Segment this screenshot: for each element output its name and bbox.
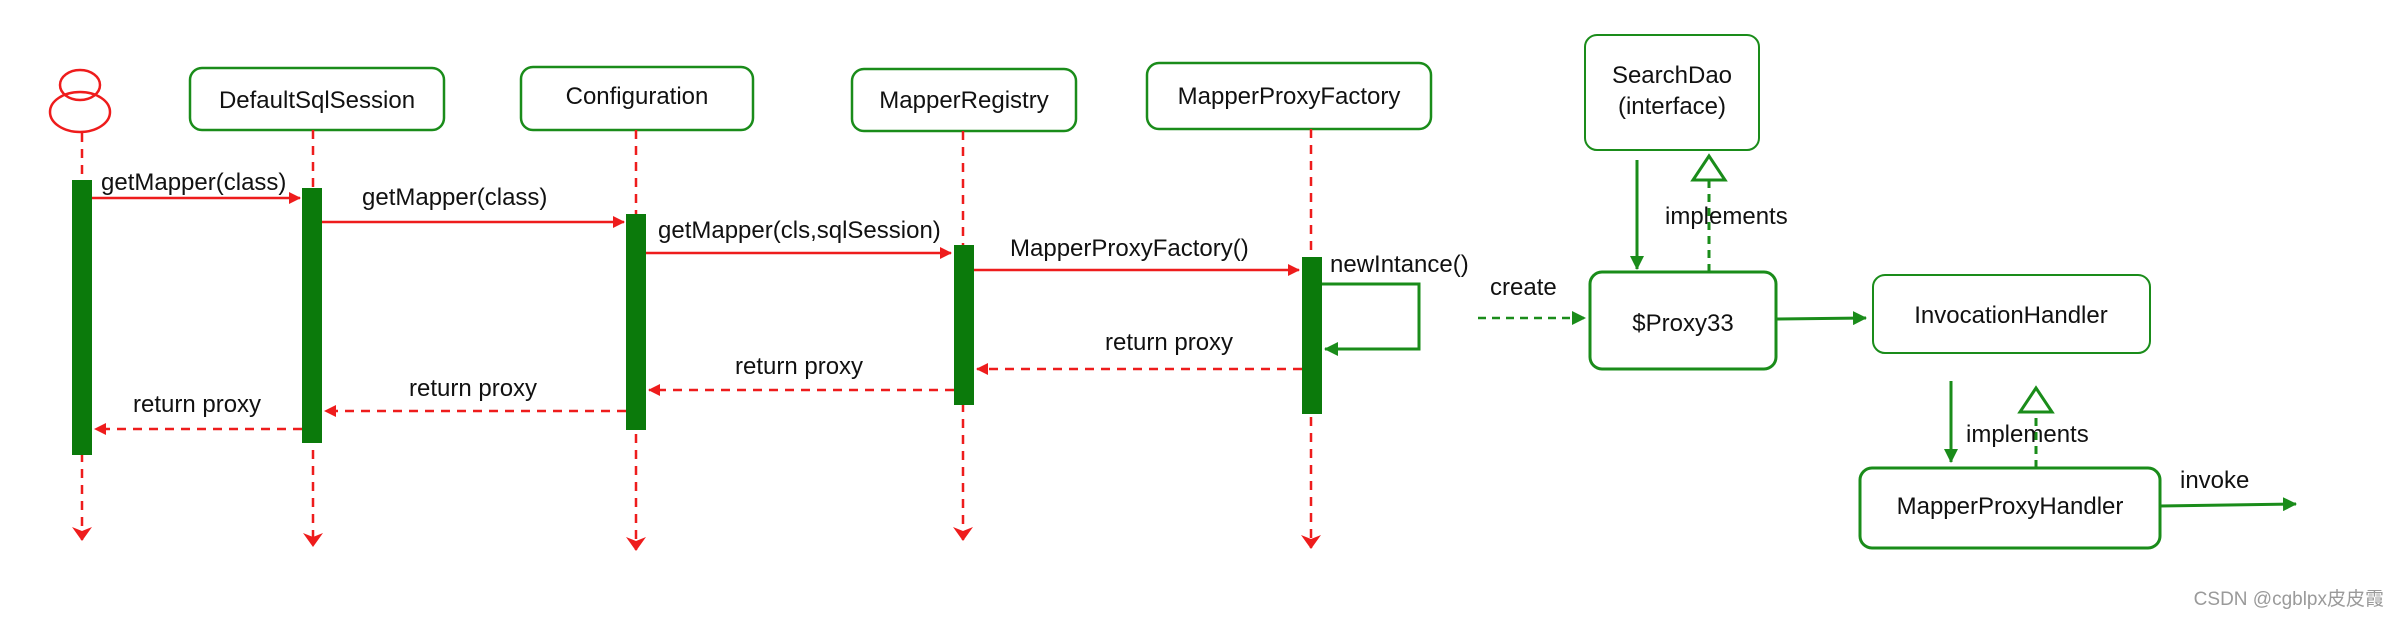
participant-label: MapperProxyFactory	[1178, 83, 1401, 110]
activation-mapperproxyfactory	[1302, 257, 1322, 414]
message-label: MapperProxyFactory()	[1010, 235, 1249, 262]
class-mapperproxyhandler-box: MapperProxyHandler	[1858, 466, 2162, 550]
class-stereotype-label: (interface)	[1618, 93, 1726, 120]
message-label: return proxy	[133, 391, 261, 418]
activation-actor	[72, 180, 92, 455]
implements-label: implements	[1966, 421, 2089, 448]
class-invocationhandler-box: InvocationHandler	[1872, 274, 2151, 354]
implements-triangle-icon	[2017, 385, 2055, 414]
implements-label: implements	[1665, 203, 1788, 230]
participant-label: MapperRegistry	[879, 87, 1048, 114]
class-name-label: SearchDao	[1612, 62, 1732, 89]
participant-mapperproxyfactory: MapperProxyFactory	[1145, 61, 1433, 131]
activation-configuration	[626, 214, 646, 430]
participant-label: DefaultSqlSession	[219, 87, 415, 114]
class-searchdao-box: SearchDao (interface)	[1584, 34, 1760, 151]
activations	[72, 180, 1322, 455]
message-return-proxy-4: return proxy	[94, 391, 302, 435]
message-return-proxy-2: return proxy	[648, 353, 954, 396]
message-label: getMapper(class)	[101, 169, 286, 196]
activation-mapperregistry	[954, 245, 974, 405]
class-name-label: InvocationHandler	[1914, 302, 2107, 329]
create-arrow: create	[1478, 274, 1586, 325]
message-label: getMapper(cls,sqlSession)	[658, 217, 941, 244]
message-getmapper-3: getMapper(cls,sqlSession)	[646, 217, 952, 259]
message-label: getMapper(class)	[362, 184, 547, 211]
invoke-arrow: invoke	[2159, 467, 2297, 512]
association-arrow-proxy-to-handler	[1775, 311, 1867, 326]
participant-configuration: Configuration	[519, 65, 755, 132]
participant-defaultsqlsession: DefaultSqlSession	[188, 66, 446, 132]
class-proxy33-box: $Proxy33	[1588, 270, 1778, 371]
message-mapperproxyfactory-ctor: MapperProxyFactory()	[974, 235, 1300, 276]
activation-defaultsqlsession	[302, 188, 322, 443]
message-newintance-self: newIntance()	[1322, 251, 1469, 356]
message-label: return proxy	[409, 375, 537, 402]
message-label: return proxy	[735, 353, 863, 380]
watermark: CSDN @cgblpx皮皮霞	[2194, 588, 2384, 610]
implements-triangle-icon	[1690, 153, 1728, 182]
create-label: create	[1490, 274, 1557, 301]
participant-label: Configuration	[566, 83, 709, 110]
message-return-proxy-3: return proxy	[324, 375, 626, 417]
actor-stick-icon	[48, 68, 112, 134]
message-getmapper-2: getMapper(class)	[322, 184, 625, 228]
message-return-proxy-1: return proxy	[976, 329, 1302, 375]
message-getmapper-1: getMapper(class)	[92, 169, 301, 204]
message-label: newIntance()	[1330, 251, 1469, 278]
invoke-label: invoke	[2180, 467, 2249, 494]
participant-mapperregistry: MapperRegistry	[850, 67, 1078, 133]
class-name-label: MapperProxyHandler	[1897, 493, 2124, 520]
class-name-label: $Proxy33	[1632, 310, 1733, 337]
implements-arrow-top: implements	[1665, 153, 1788, 272]
message-label: return proxy	[1105, 329, 1233, 356]
implements-arrow-bottom: implements	[1966, 385, 2089, 468]
